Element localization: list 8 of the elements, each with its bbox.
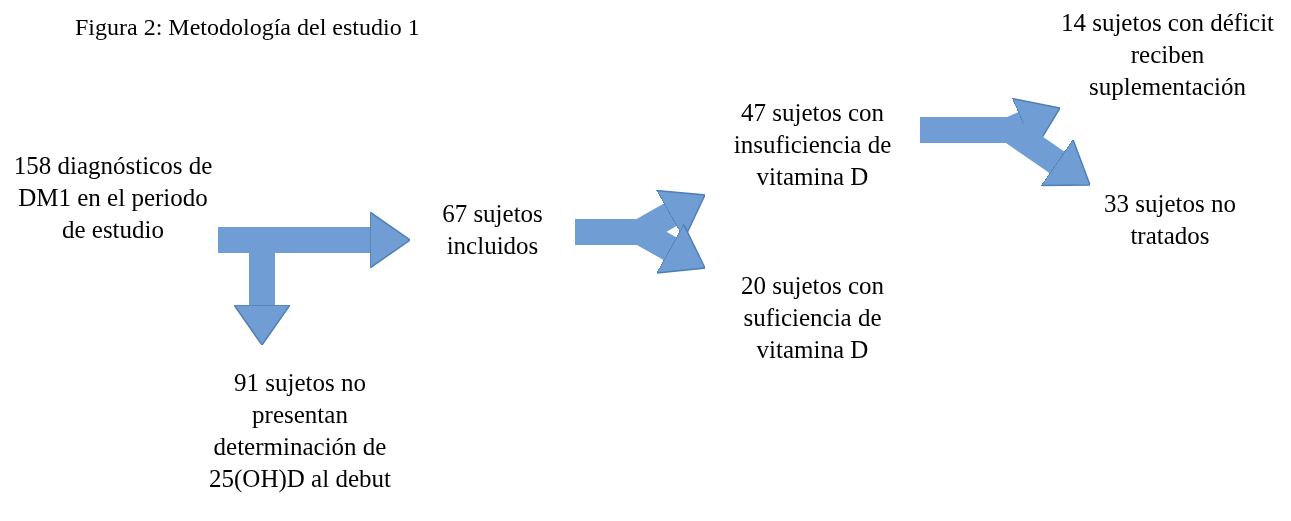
figure-title: Figura 2: Metodología del estudio 1: [75, 14, 420, 41]
step-text: 91 sujetos no presentan determinación de 25(OH)D al debut: [200, 345, 400, 517]
step-text: 67 sujetos incluidos: [410, 195, 575, 265]
step-text: 20 sujetos con suficiencia de vitamina D: [705, 268, 920, 368]
step-text: 14 sujetos con déficit reciben suplementación: [1060, 2, 1275, 108]
step-text: 33 sujetos no tratados: [1090, 185, 1250, 255]
step-text: 158 diagnósticos de DM1 en el periodo de estudio: [8, 128, 218, 268]
step-text: 47 sujetos con insuficiencia de vitamina D: [705, 95, 920, 195]
